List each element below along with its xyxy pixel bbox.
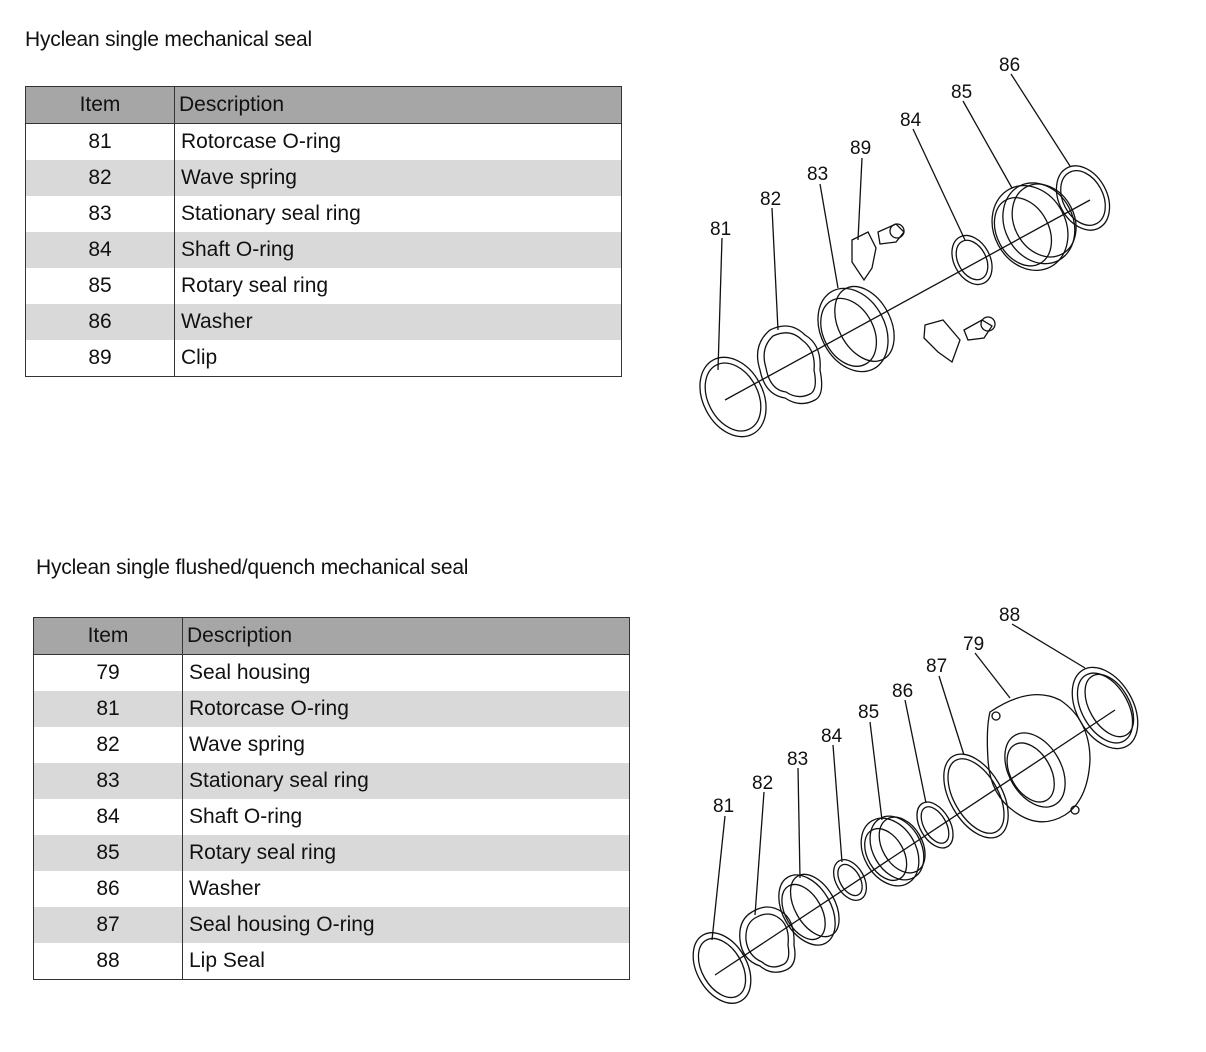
item-number: 86 bbox=[33, 871, 183, 907]
item-number: 79 bbox=[33, 654, 183, 691]
item-number: 85 bbox=[25, 268, 175, 304]
seal-housing-o-ring-part bbox=[943, 753, 1009, 839]
item-number: 81 bbox=[25, 123, 175, 160]
washer-part bbox=[1055, 165, 1111, 231]
clip-part-lower bbox=[923, 316, 996, 364]
item-number: 86 bbox=[25, 304, 175, 340]
exploded-diagram-2: 81 82 83 84 85 86 87 79 88 bbox=[692, 605, 1139, 1004]
shaft-o-ring-part bbox=[951, 234, 993, 286]
table-row: 82 Wave spring bbox=[33, 727, 630, 763]
lip-seal-part bbox=[1071, 666, 1139, 750]
callout-83: 83 bbox=[807, 164, 828, 185]
callout-83: 83 bbox=[787, 749, 808, 770]
item-number: 81 bbox=[33, 691, 183, 727]
item-description: Wave spring bbox=[174, 160, 622, 196]
callout-79: 79 bbox=[963, 634, 984, 655]
item-number: 89 bbox=[25, 340, 175, 377]
item-number: 87 bbox=[33, 907, 183, 943]
item-number: 84 bbox=[25, 232, 175, 268]
exploded-diagram-1: 81 82 83 89 84 85 86 bbox=[699, 55, 1111, 438]
item-number: 82 bbox=[25, 160, 175, 196]
wave-spring-part bbox=[756, 325, 823, 405]
callout-81: 81 bbox=[713, 796, 734, 817]
item-description: Stationary seal ring bbox=[181, 202, 361, 225]
callout-86: 86 bbox=[892, 681, 913, 702]
table-row: 89 Clip bbox=[25, 340, 622, 377]
item-number: 85 bbox=[33, 835, 183, 871]
item-column-header: Item bbox=[25, 86, 175, 124]
stationary-seal-ring-part bbox=[778, 873, 840, 946]
table-header-row: Item Description bbox=[33, 617, 630, 655]
rotorcase-o-ring-part bbox=[692, 932, 752, 1004]
callout-84: 84 bbox=[821, 726, 843, 747]
item-description: Washer bbox=[189, 877, 261, 900]
item-description: Shaft O-ring bbox=[189, 805, 303, 828]
callout-85: 85 bbox=[858, 702, 879, 723]
shaft-axis-line bbox=[724, 199, 1091, 401]
table-row: 83 Stationary seal ring bbox=[25, 196, 622, 232]
item-description: Clip bbox=[181, 346, 218, 369]
rotary-seal-ring-part bbox=[991, 182, 1077, 272]
rotorcase-o-ring-part bbox=[699, 356, 767, 438]
section-1-title: Hyclean single mechanical seal bbox=[25, 28, 312, 51]
table-row: 88 Lip Seal bbox=[33, 943, 630, 980]
callout-89: 89 bbox=[850, 138, 871, 159]
item-description: Rotary seal ring bbox=[182, 835, 630, 871]
item-description: Seal housing O-ring bbox=[182, 907, 630, 943]
callout-84: 84 bbox=[900, 110, 922, 131]
item-description: Seal housing bbox=[189, 661, 311, 684]
item-column-header: Item bbox=[33, 617, 183, 655]
item-description: Shaft O-ring bbox=[174, 232, 622, 268]
callout-85: 85 bbox=[951, 82, 972, 103]
washer-part bbox=[916, 801, 954, 849]
item-number: 88 bbox=[33, 943, 183, 980]
item-description: Rotorcase O-ring bbox=[182, 691, 630, 727]
seal-housing-part bbox=[986, 694, 1091, 823]
table-row: 81 Rotorcase O-ring bbox=[25, 123, 622, 160]
description-column-header: Description bbox=[174, 86, 622, 124]
callout-82: 82 bbox=[760, 189, 781, 210]
callout-88: 88 bbox=[999, 605, 1020, 626]
item-description: Rotary seal ring bbox=[181, 274, 329, 297]
table-row: 86 Washer bbox=[33, 871, 630, 907]
item-description: Stationary seal ring bbox=[182, 763, 630, 799]
table-row: 79 Seal housing bbox=[33, 654, 630, 691]
callout-81: 81 bbox=[710, 219, 731, 240]
callout-82: 82 bbox=[752, 773, 773, 794]
item-description: Wave spring bbox=[189, 733, 305, 756]
item-number: 83 bbox=[33, 763, 183, 799]
stationary-seal-ring-part bbox=[817, 285, 895, 373]
item-number: 82 bbox=[33, 727, 183, 763]
table-row: 84 Shaft O-ring bbox=[33, 799, 630, 835]
table-header-row: Item Description bbox=[25, 86, 622, 124]
rotary-seal-ring-part bbox=[860, 815, 926, 887]
item-description: Lip Seal bbox=[189, 949, 265, 972]
item-number: 83 bbox=[25, 196, 175, 232]
table-row: 85 Rotary seal ring bbox=[25, 268, 622, 304]
item-number: 84 bbox=[33, 799, 183, 835]
description-column-header: Description bbox=[182, 617, 630, 655]
shaft-o-ring-part bbox=[832, 859, 868, 901]
section-2-title: Hyclean single flushed/quench mechanical… bbox=[36, 556, 469, 579]
item-description: Rotorcase O-ring bbox=[181, 130, 341, 153]
item-description: Washer bbox=[174, 304, 622, 340]
callout-87: 87 bbox=[926, 656, 947, 677]
callout-86: 86 bbox=[999, 55, 1020, 76]
clip-part-upper bbox=[851, 223, 905, 282]
